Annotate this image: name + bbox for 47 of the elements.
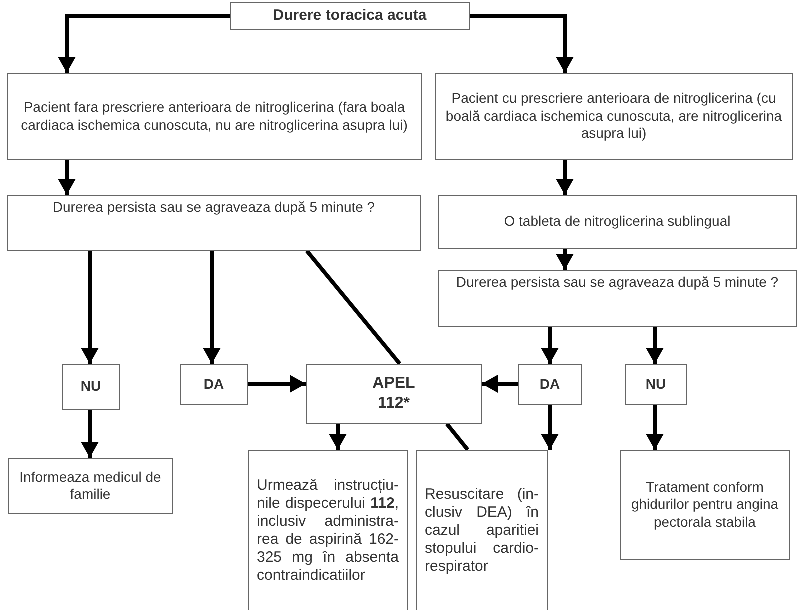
process-box bbox=[8, 458, 173, 514]
arrow bbox=[646, 405, 664, 450]
arrow bbox=[482, 375, 518, 393]
arrow bbox=[541, 405, 559, 450]
arrow bbox=[541, 327, 559, 364]
title: Durere toracica acuta bbox=[273, 6, 427, 26]
process-box bbox=[416, 450, 548, 610]
process-box bbox=[438, 195, 797, 249]
arrow bbox=[81, 251, 99, 364]
process-box bbox=[438, 270, 797, 327]
box-text: Urmează instrucțiu- nile dispecerului 112, inclusiv administra- rea de aspirină 162- 325 mg în absenta contraindicatiilor bbox=[257, 476, 399, 584]
process-box bbox=[435, 73, 793, 160]
box-text: Durerea persista sau se agraveaza după 5 minute ? bbox=[456, 274, 779, 292]
decision-box bbox=[518, 364, 582, 405]
decision-label: DA bbox=[204, 376, 224, 394]
decision-box bbox=[180, 364, 248, 405]
decision-label: NU bbox=[646, 376, 666, 394]
call-box bbox=[306, 364, 482, 424]
arrow bbox=[329, 424, 347, 450]
box-text: Pacient cu prescriere anterioara de nitroglicerina (cu boală cardiaca ischemica cunoscuta, are nitroglicerina asupra lui) bbox=[444, 90, 784, 143]
title-box bbox=[230, 2, 470, 30]
arrow bbox=[58, 14, 230, 73]
arrow bbox=[556, 160, 574, 195]
arrow bbox=[81, 410, 99, 458]
box-text: Pacient fara prescriere anterioara de nitroglicerina (fara boala cardiaca ischemica cunoscuta, nu are nitroglicerina asupra lui) bbox=[20, 99, 409, 134]
process-box bbox=[620, 450, 790, 560]
arrow bbox=[646, 327, 664, 364]
arrow bbox=[556, 249, 574, 270]
connector-line bbox=[445, 422, 470, 452]
decision-box bbox=[62, 364, 120, 410]
decision-label: APEL 112* bbox=[372, 374, 416, 414]
process-box bbox=[7, 73, 422, 160]
decision-box bbox=[625, 364, 687, 405]
process-box bbox=[248, 450, 408, 610]
decision-label: NU bbox=[80, 378, 102, 396]
arrow bbox=[58, 160, 76, 195]
arrow bbox=[203, 251, 221, 364]
arrow bbox=[470, 14, 574, 73]
arrow bbox=[248, 375, 306, 393]
box-text: Durerea persista sau se agraveaza după 5 minute ? bbox=[52, 199, 376, 216]
box-text: Informeaza medicul de familie bbox=[18, 468, 162, 504]
box-text: O tableta de nitroglicerina sublingual bbox=[504, 213, 731, 231]
process-box bbox=[7, 195, 421, 251]
box-text: Resuscitare (in- clusiv DEA) în cazul aparitiei stopului cardio- respirator bbox=[425, 486, 539, 576]
box-text: Tratament conform ghidurilor pentru angina pectorala stabila bbox=[630, 478, 780, 532]
decision-label: DA bbox=[540, 376, 560, 394]
connector-line bbox=[305, 250, 402, 366]
